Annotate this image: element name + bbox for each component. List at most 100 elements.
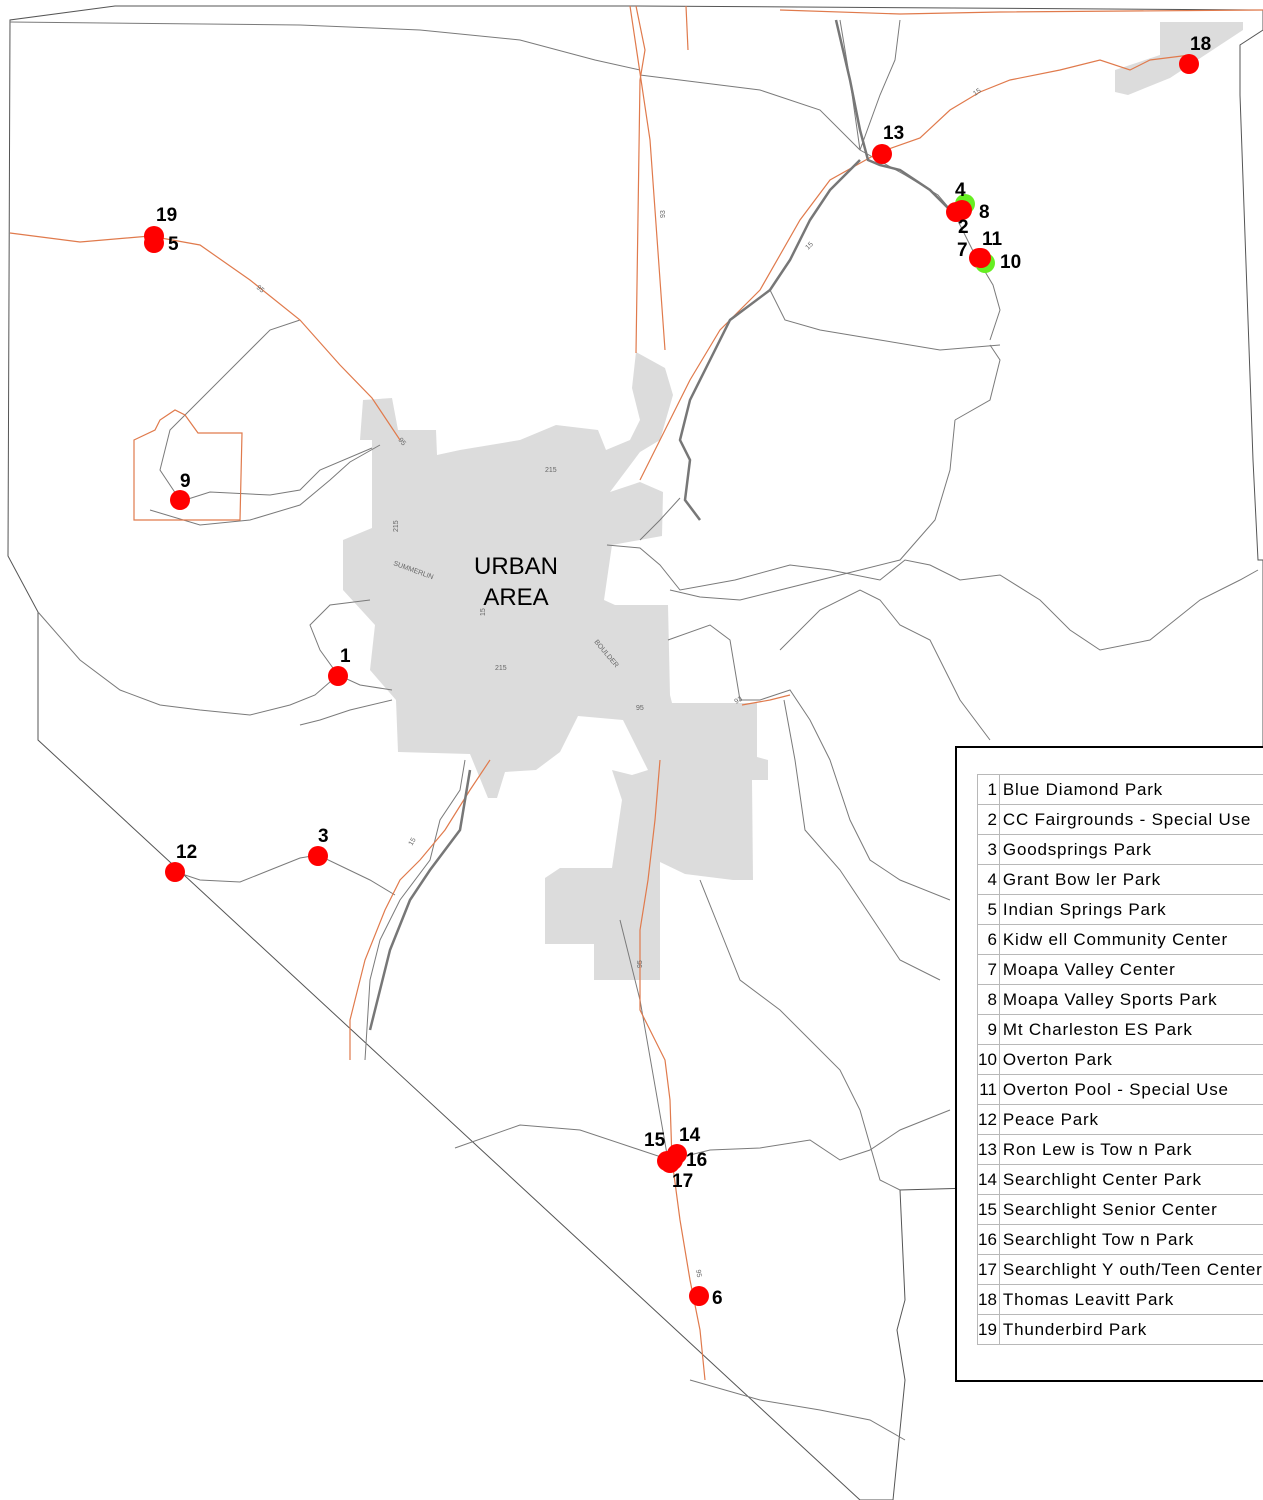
road-label: 95 bbox=[396, 437, 406, 448]
legend-number: 18 bbox=[977, 1284, 1000, 1315]
park-marker-label: 19 bbox=[156, 205, 177, 226]
park-marker-label: 18 bbox=[1190, 34, 1211, 55]
park-marker-label: 2 bbox=[958, 217, 969, 238]
park-marker-label: 6 bbox=[712, 1288, 723, 1309]
park-marker-label: 16 bbox=[686, 1150, 707, 1171]
legend-park-name: Kidw ell Community Center bbox=[998, 924, 1263, 955]
legend-park-name: Thunderbird Park bbox=[998, 1314, 1263, 1345]
road-label: 93 bbox=[660, 210, 667, 218]
legend-number: 8 bbox=[977, 984, 1000, 1015]
legend-number: 1 bbox=[977, 774, 1000, 805]
road-label: 215 bbox=[495, 665, 507, 672]
legend-number: 19 bbox=[977, 1314, 1000, 1345]
road-label: 15 bbox=[804, 241, 815, 252]
park-marker-label: 4 bbox=[955, 180, 966, 201]
road-label: 15 bbox=[408, 837, 418, 847]
park-marker[interactable] bbox=[170, 490, 190, 510]
park-marker-label: 7 bbox=[957, 240, 968, 261]
road-label: 95 bbox=[637, 960, 644, 968]
road-label: 215 bbox=[393, 520, 400, 532]
park-marker[interactable] bbox=[165, 862, 185, 882]
legend-park-name: Moapa Valley Center bbox=[998, 954, 1263, 985]
park-marker[interactable] bbox=[952, 200, 972, 220]
legend-number: 11 bbox=[977, 1074, 1000, 1105]
park-marker-label: 8 bbox=[979, 202, 990, 223]
legend-park-name: Thomas Leavitt Park bbox=[998, 1284, 1263, 1315]
legend-park-name: Searchlight Tow n Park bbox=[998, 1224, 1263, 1255]
legend-park-name: Goodsprings Park bbox=[998, 834, 1263, 865]
park-marker[interactable] bbox=[328, 666, 348, 686]
railroad bbox=[368, 19, 956, 1031]
urban-area bbox=[343, 22, 1243, 980]
legend-park-name: Blue Diamond Park bbox=[998, 774, 1263, 805]
legend-park-name: Ron Lew is Tow n Park bbox=[998, 1134, 1263, 1165]
park-marker-label: 3 bbox=[318, 826, 329, 847]
park-marker-label: 12 bbox=[176, 842, 197, 863]
legend-number: 13 bbox=[977, 1134, 1000, 1165]
legend-park-name: Peace Park bbox=[998, 1104, 1263, 1135]
park-marker-label: 11 bbox=[982, 229, 1003, 250]
legend-number: 3 bbox=[977, 834, 1000, 865]
legend-park-name: Moapa Valley Sports Park bbox=[998, 984, 1263, 1015]
road-label: 95 bbox=[636, 705, 644, 712]
park-marker-label: 13 bbox=[883, 123, 904, 144]
park-marker-label: 14 bbox=[679, 1125, 701, 1146]
legend-number: 14 bbox=[977, 1164, 1000, 1195]
legend-number: 6 bbox=[977, 924, 1000, 955]
park-marker-label: 9 bbox=[180, 471, 191, 492]
park-marker-label: 17 bbox=[672, 1171, 693, 1192]
park-marker[interactable] bbox=[872, 144, 892, 164]
legend-park-name: Searchlight Y outh/Teen Center bbox=[998, 1254, 1263, 1285]
legend-number: 5 bbox=[977, 894, 1000, 925]
legend-park-name: Searchlight Senior Center bbox=[998, 1194, 1263, 1225]
legend-park-name: Overton Pool - Special Use bbox=[998, 1074, 1263, 1105]
park-marker[interactable] bbox=[971, 248, 991, 268]
legend-number: 12 bbox=[977, 1104, 1000, 1135]
legend-park-name: Mt Charleston ES Park bbox=[998, 1014, 1263, 1045]
park-marker[interactable] bbox=[660, 1153, 680, 1173]
legend-number: 16 bbox=[977, 1224, 1000, 1255]
park-marker-label: 10 bbox=[1000, 252, 1021, 273]
legend-number: 17 bbox=[977, 1254, 1000, 1285]
park-marker[interactable] bbox=[144, 233, 164, 253]
park-marker-label: 5 bbox=[168, 234, 179, 255]
legend-number: 7 bbox=[977, 954, 1000, 985]
legend-park-name: Grant Bow ler Park bbox=[998, 864, 1263, 895]
road-label: 95 bbox=[255, 284, 266, 294]
road-label: 215 bbox=[545, 467, 557, 474]
legend-park-name: CC Fairgrounds - Special Use bbox=[998, 804, 1263, 835]
park-marker[interactable] bbox=[1179, 54, 1199, 74]
park-marker-label: 15 bbox=[644, 1130, 666, 1151]
park-marker[interactable] bbox=[689, 1286, 709, 1306]
road-label: 95 bbox=[694, 1269, 702, 1278]
road-label: 15 bbox=[972, 87, 982, 97]
road-label: 15 bbox=[480, 608, 487, 616]
urban-area-label: AREA bbox=[483, 584, 548, 611]
park-marker[interactable] bbox=[308, 846, 328, 866]
legend-number: 10 bbox=[977, 1044, 1000, 1075]
legend-number: 9 bbox=[977, 1014, 1000, 1045]
secondary-roads bbox=[9, 19, 1259, 1441]
legend-park-name: Searchlight Center Park bbox=[998, 1164, 1263, 1195]
